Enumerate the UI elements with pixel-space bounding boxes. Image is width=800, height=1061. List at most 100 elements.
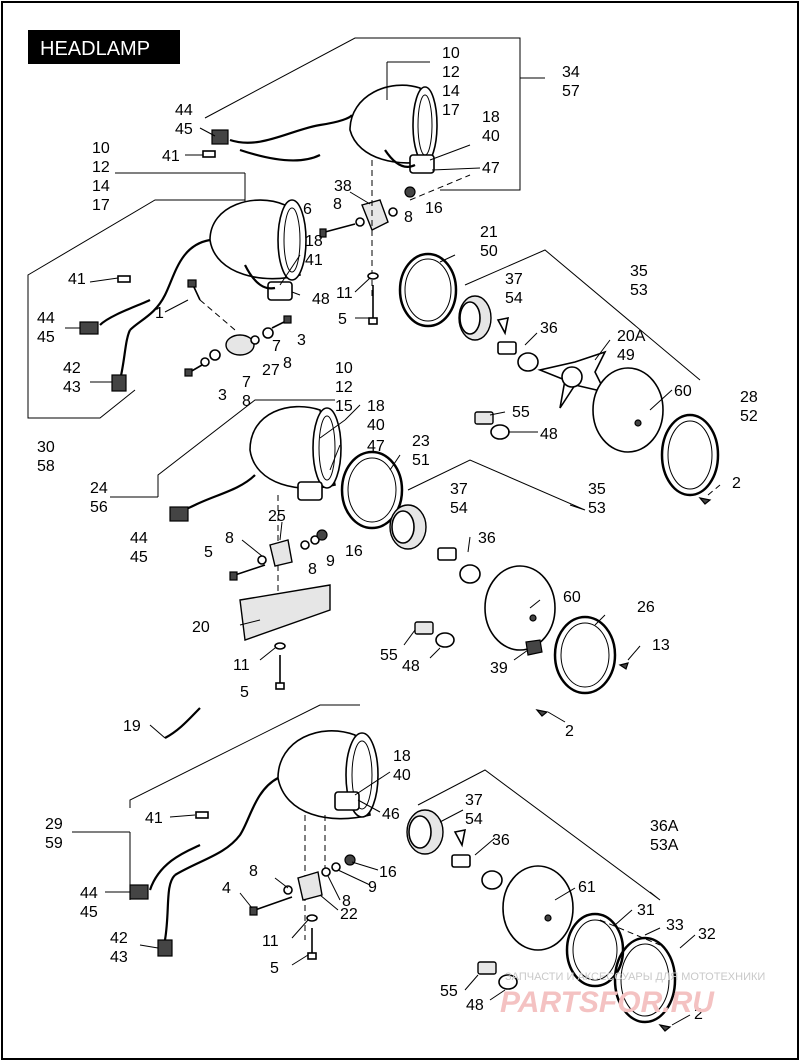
washer-9-bottom <box>331 862 341 872</box>
clip-39 <box>525 639 543 656</box>
callout-5-third-bottom: 5 <box>240 684 249 701</box>
trim-ring-23-51 <box>340 450 404 530</box>
bolt-5-third-bottom <box>275 655 285 690</box>
callout-number: 28 <box>740 389 758 406</box>
washer-9-third <box>310 535 320 545</box>
wiring-harness-bottom <box>174 777 279 876</box>
callout-25: 25 <box>268 508 286 525</box>
lamp-37-54-top <box>458 295 492 341</box>
callout-number: 18 <box>367 398 385 415</box>
callout-48-second: 48 <box>312 291 330 308</box>
callout-2-third: 2 <box>565 723 574 740</box>
diagram-title: HEADLAMP <box>28 30 180 64</box>
callout-number: 42 <box>63 360 81 377</box>
callout-18-41-second: 18 41 <box>305 233 323 269</box>
bolt-4 <box>249 896 293 916</box>
callout-37-54-top: 37 54 <box>505 271 523 307</box>
callout-number: 40 <box>367 417 385 434</box>
callout-47-third: 47 <box>367 438 385 455</box>
screw-2-top <box>698 497 712 505</box>
callout-number: 44 <box>37 310 55 327</box>
trim-ring-21-50 <box>398 252 458 328</box>
connector-42-43-bottom <box>157 939 173 957</box>
connector-44-45-bottom <box>129 884 149 900</box>
callout-5-top: 5 <box>338 311 347 328</box>
callout-36a-53a: 36A 53A <box>650 818 679 854</box>
callout-1: 1 <box>155 305 164 322</box>
callout-number: 44 <box>80 885 98 902</box>
callout-number: 34 <box>562 64 580 81</box>
wiring-harness-second <box>129 238 211 331</box>
washer-11-top <box>367 272 379 280</box>
callout-11-top: 11 <box>336 285 353 302</box>
callout-number: 58 <box>37 458 55 475</box>
callout-44-45-top: 44 45 <box>175 102 193 138</box>
callout-number: 49 <box>617 347 635 364</box>
callout-7-b: 7 <box>242 374 251 391</box>
clamp-27 <box>225 334 255 356</box>
callout-number: 41 <box>305 252 323 269</box>
callout-3-a: 3 <box>297 332 306 349</box>
callout-32: 32 <box>698 926 716 943</box>
callout-44-45-second: 44 45 <box>37 310 55 346</box>
callout-44-45-third: 44 45 <box>130 530 148 566</box>
callout-36-third: 36 <box>478 530 496 547</box>
callout-8-a: 8 <box>283 355 292 372</box>
title-text: HEADLAMP <box>40 38 150 60</box>
callout-24-56: 24 56 <box>90 480 108 516</box>
callout-8-b: 8 <box>242 393 251 410</box>
washer-8-bottom-right <box>321 867 331 877</box>
callout-8-third-b: 8 <box>308 561 317 578</box>
callout-number: 53 <box>630 282 648 299</box>
connector-41-second <box>117 275 131 283</box>
trim-ring-32 <box>613 936 677 1024</box>
callout-30-58: 30 58 <box>37 439 55 475</box>
bulb-36-bottom <box>451 828 503 890</box>
washer-8-third-left <box>257 555 267 565</box>
callout-55-top: 55 <box>512 404 530 421</box>
callout-number: 40 <box>393 767 411 784</box>
screw-33 <box>599 919 661 946</box>
callout-20: 20 <box>192 619 210 636</box>
callout-41-second: 41 <box>68 271 86 288</box>
callout-20a-49: 20A 49 <box>617 328 646 364</box>
callout-3-b: 3 <box>218 387 227 404</box>
lamp-37-54-third <box>389 504 427 550</box>
callout-number: 21 <box>480 224 498 241</box>
callout-48-top: 48 <box>540 426 558 443</box>
callout-number: 18 <box>482 109 500 126</box>
callout-8-bottom-a: 8 <box>249 863 258 880</box>
watermark: ЗАПЧАСТИ И АКСЕССУАРЫ ДЛЯ МОТОТЕХНИКИ PA… <box>500 971 765 1019</box>
callout-number: 18 <box>393 748 411 765</box>
callout-number: 45 <box>130 549 148 566</box>
washer-7-b <box>209 349 221 361</box>
lamp-55-48-third <box>414 621 455 648</box>
wire-19 <box>164 707 201 739</box>
callout-number: 51 <box>412 452 430 469</box>
callout-55-bottom: 55 <box>440 983 458 1000</box>
mount-bracket-38 <box>361 199 389 231</box>
connector-44-45-second <box>79 321 99 335</box>
callout-number: 37 <box>450 481 468 498</box>
callout-number: 54 <box>465 811 483 828</box>
callout-9-bottom: 9 <box>368 879 377 896</box>
callout-number: 50 <box>480 243 498 260</box>
screw-3-b <box>184 364 203 377</box>
assembly-bottom <box>72 704 677 1032</box>
socket-18-40-upper <box>409 154 435 174</box>
callout-number: 45 <box>80 904 98 921</box>
callout-number: 43 <box>63 379 81 396</box>
callout-8-top-b: 8 <box>404 209 413 226</box>
callout-number: 59 <box>45 835 63 852</box>
callout-number: 35 <box>588 481 606 498</box>
callout-number: 18 <box>305 233 323 250</box>
assembly-second <box>27 172 721 505</box>
callout-number: 15 <box>335 398 353 415</box>
watermark-brand: PARTSFOR.RU <box>500 986 715 1019</box>
callout-number: 52 <box>740 408 758 425</box>
callout-7-a: 7 <box>272 338 281 355</box>
callout-number: 20A <box>617 328 646 345</box>
connector-41-upper <box>202 150 216 158</box>
callout-number: 12 <box>92 159 110 176</box>
